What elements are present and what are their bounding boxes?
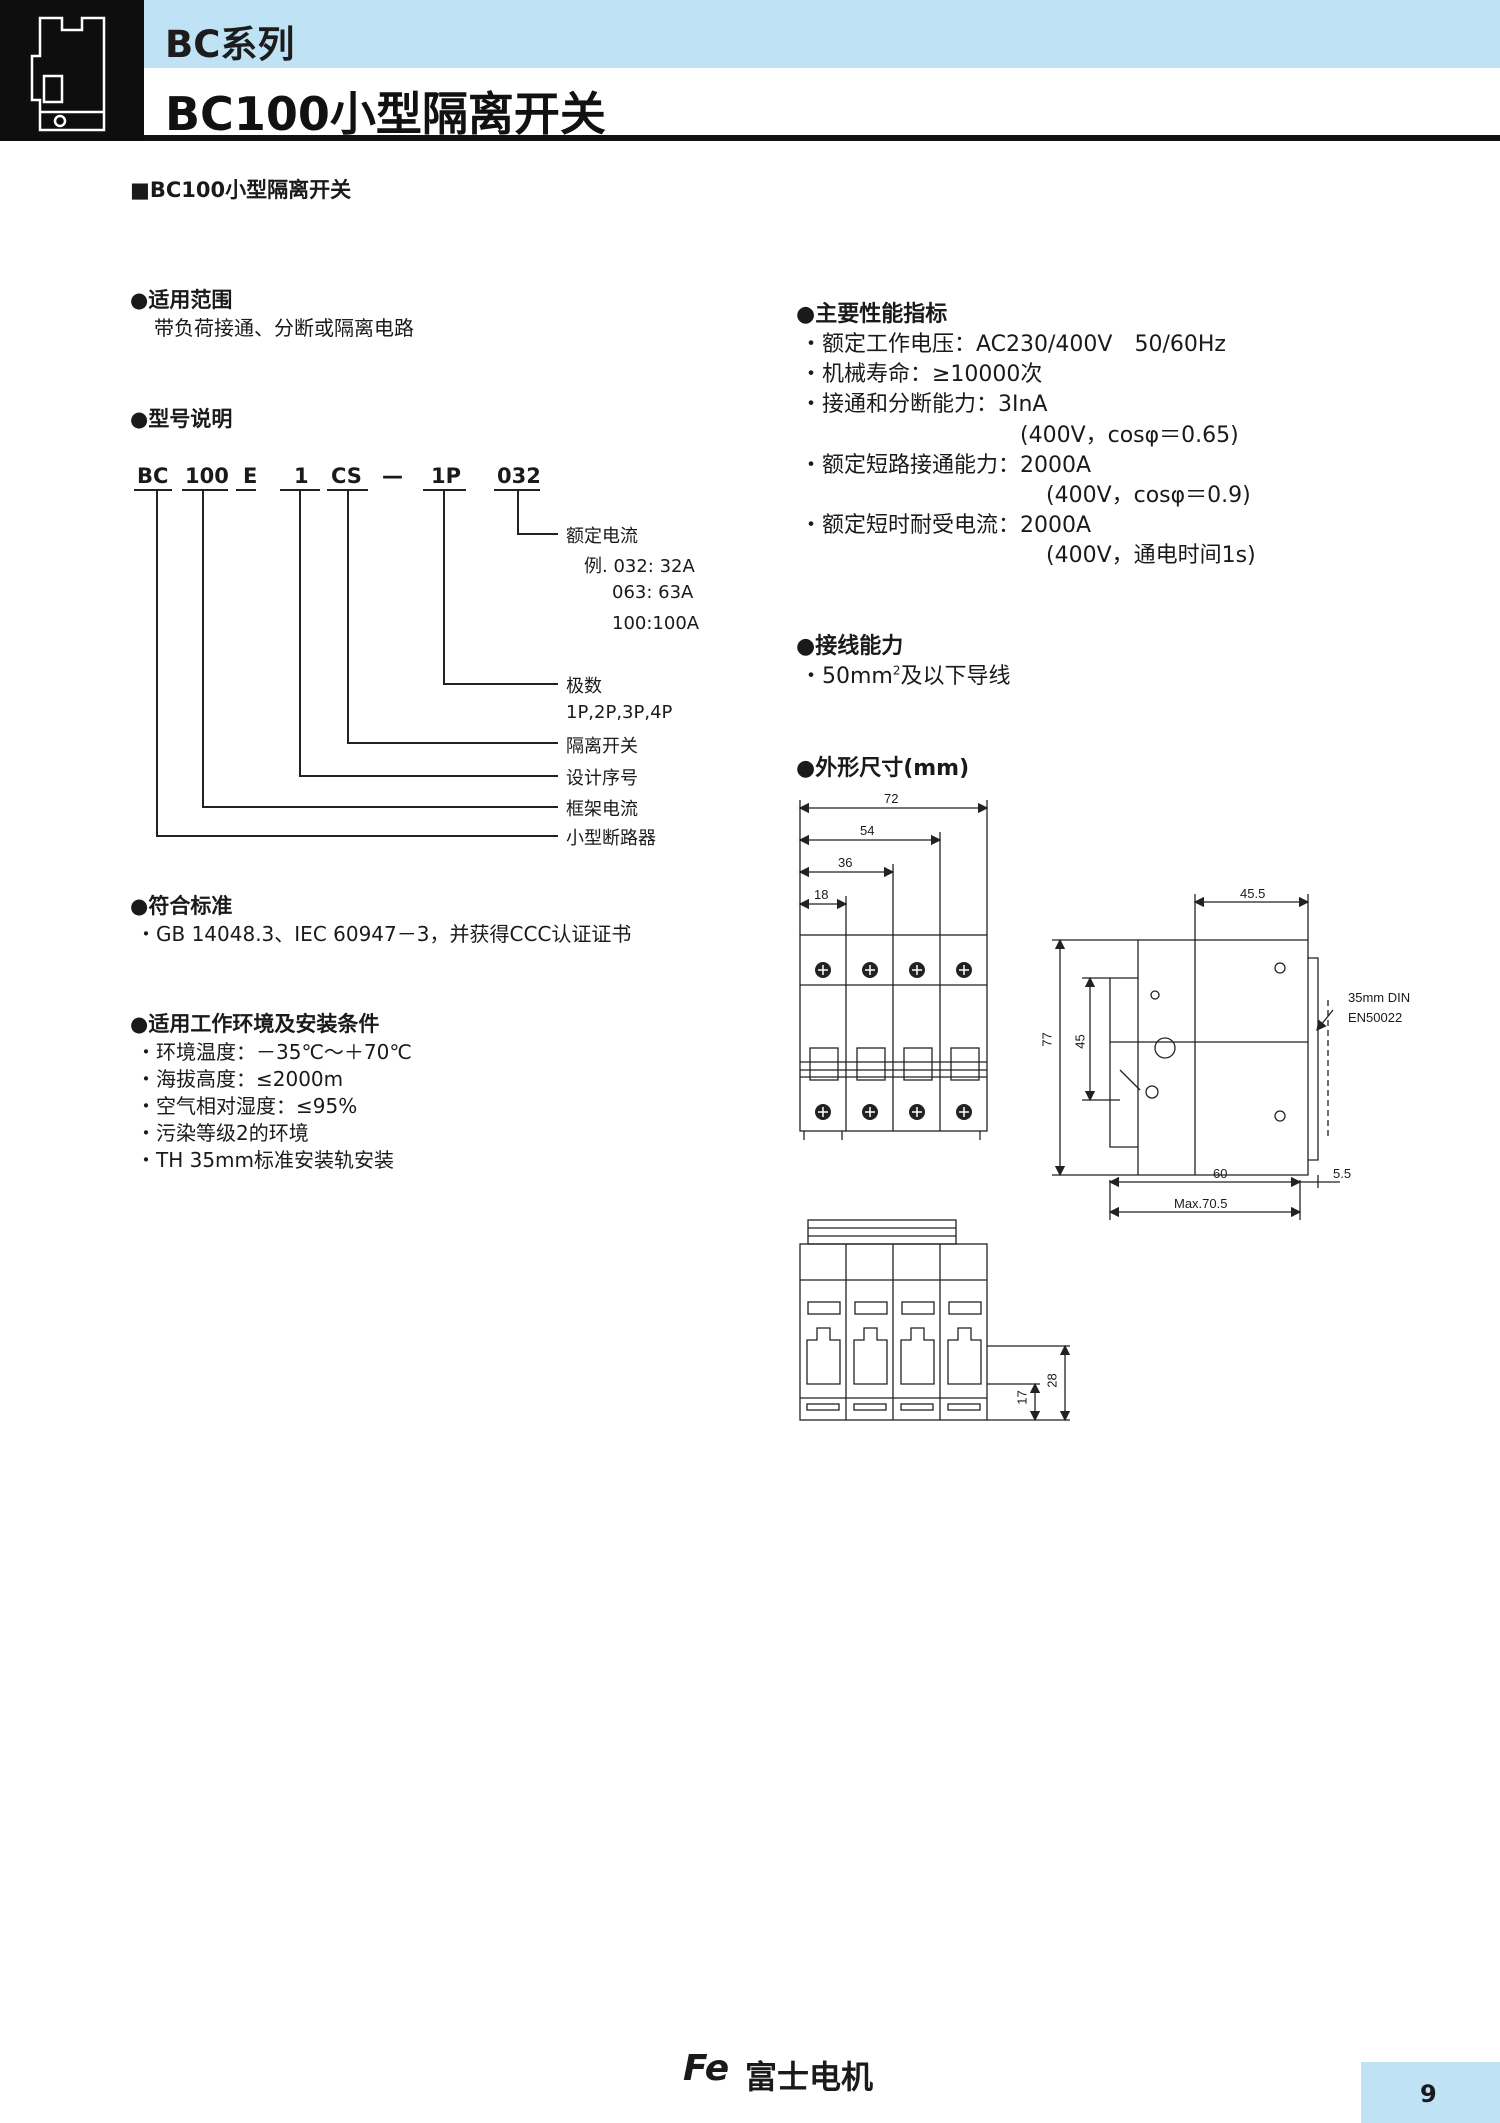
- code-bc: BC: [137, 464, 169, 488]
- label-rated-current: 额定电流: [566, 526, 638, 547]
- model-title: ●型号说明: [130, 407, 233, 431]
- dimension-drawings: [798, 800, 1340, 1422]
- dim-max: Max.70.5: [1174, 1196, 1228, 1211]
- perf-making-cond: (400V，cosφ＝0.9): [1046, 483, 1251, 508]
- env-item: ・环境温度：－35℃～＋70℃: [136, 1040, 412, 1064]
- dimensions-title: ●外形尺寸(mm): [796, 756, 970, 781]
- footer-brand: 富士电机: [745, 2058, 874, 2096]
- standards-title: ●符合标准: [130, 894, 233, 918]
- dim-77: 77: [1039, 1032, 1055, 1047]
- standards-body: ・GB 14048.3、IEC 60947－3，并获得CCC认证证书: [136, 922, 632, 946]
- label-ex2: 063: 63A: [612, 582, 694, 603]
- perf-withstand-cond: (400V，通电时间1s): [1046, 543, 1256, 568]
- wiring-sup: 2: [892, 663, 901, 678]
- side-view: [1052, 894, 1340, 1220]
- env-item: ・TH 35mm标准安装轨安装: [136, 1148, 395, 1172]
- wiring-title: ●接线能力: [796, 634, 904, 659]
- dim-din-2: EN50022: [1348, 1010, 1403, 1025]
- label-design: 设计序号: [566, 768, 638, 789]
- dim-60: 60: [1213, 1166, 1228, 1181]
- dim-18: 18: [814, 887, 829, 902]
- code-e: E: [243, 464, 258, 488]
- label-frame: 框架电流: [566, 799, 638, 820]
- code-1p: 1P: [431, 464, 462, 488]
- dim-din-1: 35mm DIN: [1348, 990, 1411, 1005]
- scope-title: ●适用范围: [130, 288, 233, 312]
- perf-withstand: ・额定短时耐受电流：2000A: [800, 513, 1092, 538]
- header-band: [144, 0, 1500, 68]
- page-heading: ■BC100小型隔离开关: [130, 178, 352, 202]
- code-cs: CS: [331, 464, 362, 488]
- header-rule: [144, 135, 1500, 141]
- scope-body: 带负荷接通、分断或隔离电路: [154, 316, 414, 340]
- dim-45: 45: [1072, 1034, 1088, 1049]
- dim-45-5: 45.5: [1240, 886, 1266, 901]
- page-number-box: [1361, 2062, 1500, 2123]
- model-leader-lines: [134, 489, 558, 837]
- env-item: ・污染等级2的环境: [136, 1121, 309, 1145]
- label-mcb: 小型断路器: [566, 828, 656, 849]
- wiring-suffix: 及以下导线: [900, 664, 1011, 689]
- dim-72: 72: [884, 791, 899, 806]
- code-100: 100: [185, 464, 229, 488]
- environment-title: ●适用工作环境及安装条件: [130, 1012, 380, 1036]
- perf-voltage: ・额定工作电压：AC230/400V 50/60Hz: [800, 332, 1226, 357]
- label-poles-list: 1P,2P,3P,4P: [566, 702, 673, 723]
- page-number: 9: [1420, 2080, 1437, 2108]
- header-logo-box: [0, 0, 144, 141]
- bottom-view: [799, 1219, 1071, 1422]
- env-item: ・空气相对湿度：≤95%: [136, 1094, 358, 1118]
- label-ex1: 例. 032: 32A: [584, 556, 695, 577]
- dim-28: 28: [1044, 1373, 1060, 1388]
- front-view: [798, 800, 989, 1140]
- wiring-body: ・50mm2及以下导线: [800, 658, 1011, 690]
- label-isolator: 隔离开关: [566, 736, 638, 757]
- perf-breaking: ・接通和分断能力：3InA: [800, 392, 1048, 417]
- fuji-logo: Fe: [683, 2048, 730, 2089]
- dim-36: 36: [838, 855, 853, 870]
- dim-17: 17: [1014, 1390, 1030, 1405]
- wiring-prefix: ・50mm: [800, 664, 893, 689]
- header-title: BC100小型隔离开关: [165, 87, 606, 141]
- performance-title: ●主要性能指标: [796, 302, 948, 327]
- breaker-icon: [30, 16, 106, 132]
- dim-5-5: 5.5: [1333, 1166, 1352, 1181]
- perf-making: ・额定短路接通能力：2000A: [800, 453, 1092, 478]
- env-item: ・海拔高度：≤2000m: [136, 1067, 344, 1091]
- perf-breaking-cond: (400V，cosφ＝0.65): [1020, 423, 1239, 448]
- code-dash: —: [382, 464, 403, 488]
- label-ex3: 100:100A: [612, 613, 700, 634]
- code-1: 1: [294, 464, 309, 488]
- code-032: 032: [497, 464, 541, 488]
- perf-life: ・机械寿命：≥10000次: [800, 362, 1043, 387]
- header-series: BC系列: [165, 23, 295, 66]
- dim-54: 54: [860, 823, 875, 838]
- label-poles: 极数: [566, 676, 602, 697]
